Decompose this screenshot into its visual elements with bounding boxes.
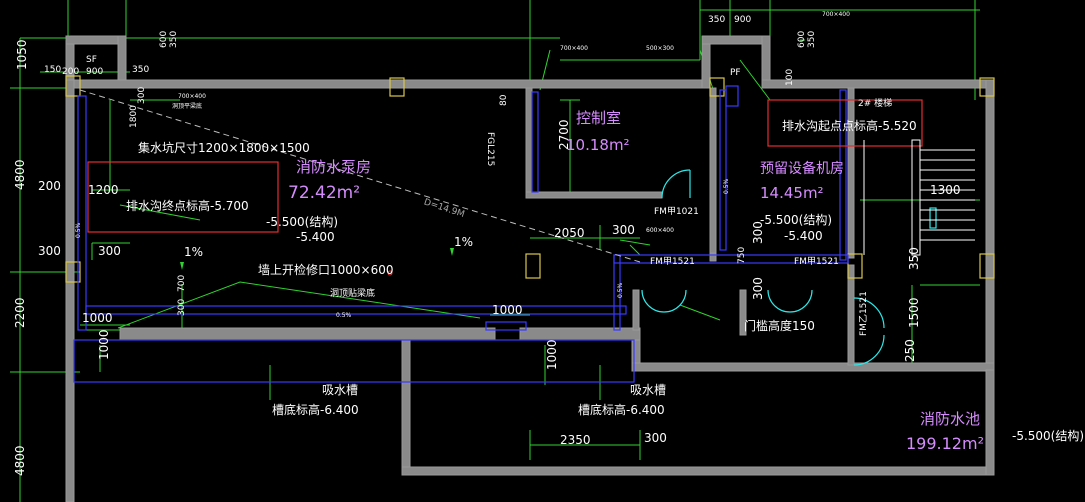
- tank-bottom-2: 槽底标高-6.400: [578, 402, 665, 417]
- dim-2700: 2700: [557, 119, 571, 150]
- sump-size-label: 集水坑尺寸1200×1800×1500: [138, 140, 310, 155]
- beam-bottom-label: 洞顶贴梁底: [330, 287, 375, 299]
- pump-room-area: 72.42m²: [288, 183, 360, 203]
- dim-350b: 350: [169, 31, 179, 48]
- sf-tag: SF: [86, 55, 97, 65]
- dim-300-reserved: 300: [751, 221, 765, 244]
- door-fm1521-a: FM甲1521: [650, 256, 695, 267]
- dim-200-left: 200: [38, 179, 61, 193]
- reserved-room-name: 预留设备机房: [760, 160, 844, 177]
- dim-left-2200: 2200: [13, 297, 27, 328]
- suction-tank-1: 吸水槽: [322, 383, 358, 397]
- door-fm1521-b: FM甲1521: [794, 256, 839, 267]
- dim-80: 80: [499, 94, 509, 106]
- dim-300d: 300: [612, 223, 635, 237]
- fgl-tag: FGL215: [485, 132, 495, 166]
- wall-opening-label: 墙上开检修口1000×600: [258, 262, 394, 277]
- dim-300c: 300: [177, 299, 187, 316]
- dim-1000b: 1000: [492, 303, 523, 317]
- opening-3: 500×300: [646, 45, 674, 52]
- fire-pool-area: 199.12m²: [906, 434, 984, 453]
- dim-350-stair: 350: [907, 247, 921, 270]
- dim-1000a: 1000: [82, 311, 113, 325]
- dim-350: 350: [132, 65, 149, 75]
- slope-small-4: 0.5%: [723, 178, 730, 194]
- dim-350-right-b: 350: [807, 31, 817, 48]
- opening-2: 700×400: [560, 45, 588, 52]
- fire-pool-name: 消防水池: [920, 410, 980, 428]
- door-fm1521-c: FM乙1521: [858, 291, 869, 336]
- pump-room-name: 消防水泵房: [296, 158, 371, 176]
- dim-150: 150: [44, 65, 61, 75]
- dim-300-left: 300: [38, 244, 61, 258]
- dim-300a: 300: [137, 87, 147, 104]
- opening-5: 600×400: [646, 227, 674, 234]
- dim-900: 900: [86, 67, 103, 77]
- dim-1300: 1300: [930, 183, 961, 197]
- dim-600: 600: [159, 31, 169, 48]
- dim-1500: 1500: [907, 297, 921, 328]
- dim-left-4800b: 4800: [13, 445, 27, 476]
- opening-4: 700×400: [822, 11, 850, 18]
- slope-small-2: 0.5%: [336, 312, 352, 319]
- dim-250: 250: [903, 339, 917, 362]
- dim-1000d: 1000: [545, 339, 559, 370]
- door-fm1021: FM甲1021: [654, 206, 699, 217]
- struct-elevation-3: -5.500(结构): [1012, 428, 1084, 443]
- slope-small-1: 0.5%: [75, 222, 82, 238]
- stair-tag: 2# 楼梯: [858, 97, 892, 109]
- pf-tag: PF: [730, 68, 741, 78]
- diagonal-label: D=14.9M: [422, 197, 465, 220]
- opening-1: 700×400: [178, 93, 206, 100]
- slope-2: 1%: [454, 235, 473, 249]
- control-room-name: 控制室: [576, 109, 621, 127]
- tank-bottom-1: 槽底标高-6.400: [272, 402, 359, 417]
- dim-900-right: 900: [734, 15, 751, 25]
- threshold-label: 门槛高度150: [744, 318, 815, 333]
- dim-300-door: 300: [751, 277, 765, 300]
- reserved-room-area: 14.45m²: [760, 184, 824, 202]
- dim-200: 200: [62, 67, 79, 77]
- ditch-end-elevation: 排水沟终点标高-5.700: [126, 198, 249, 213]
- slope-small-3: 0.5%: [617, 282, 624, 298]
- slope-1: 1%: [184, 245, 203, 259]
- struct-elevation-2: -5.500(结构): [760, 212, 832, 227]
- dim-300-pool: 300: [644, 431, 667, 445]
- dim-350-right: 350: [708, 15, 725, 25]
- dim-1000c: 1000: [97, 329, 111, 360]
- dim-left-1050: 1050: [15, 39, 29, 70]
- dim-2050: 2050: [554, 226, 585, 240]
- dim-100: 100: [785, 69, 795, 86]
- dim-300-inner: 300: [98, 244, 121, 258]
- dim-1200: 1200: [88, 183, 119, 197]
- ditch-start-elevation: 排水沟起点点标高-5.520: [782, 118, 917, 133]
- dim-left-4800a: 4800: [13, 159, 27, 190]
- dim-700: 700: [177, 275, 187, 292]
- finish-elevation-1: -5.400: [296, 230, 335, 244]
- dim-2350: 2350: [560, 433, 591, 447]
- dim-750: 750: [737, 247, 747, 264]
- beam-note: 洞顶平梁底: [172, 102, 202, 110]
- finish-elevation-2: -5.400: [784, 229, 823, 243]
- struct-elevation-1: -5.500(结构): [266, 214, 338, 229]
- dim-1800: 1800: [129, 105, 139, 128]
- suction-tank-2: 吸水槽: [630, 383, 666, 397]
- dim-600-right: 600: [797, 31, 807, 48]
- control-room-area: 10.18m²: [566, 136, 630, 154]
